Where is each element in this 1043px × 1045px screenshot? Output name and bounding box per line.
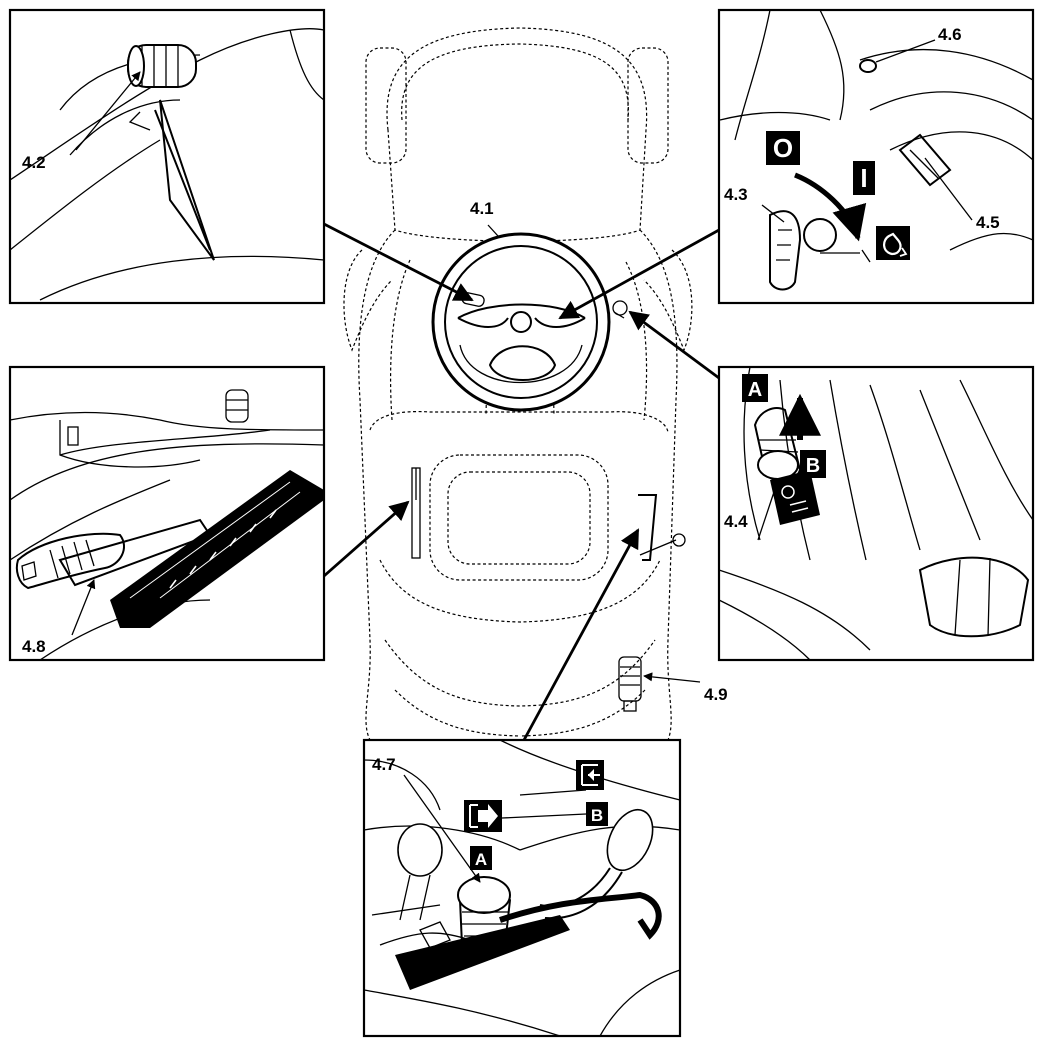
panel-4-4: A B 4.4: [717, 365, 1035, 662]
start-icon: [883, 232, 902, 256]
label-4-7: 4.7: [372, 755, 396, 774]
parking-knob-small: [618, 656, 642, 712]
on-symbol: [853, 161, 875, 195]
gear-lever-small: [638, 494, 686, 561]
label-4-3: 4.3: [724, 185, 748, 204]
panel-4-7: B A 4.7: [362, 738, 682, 1038]
label-4-9: 4.9: [704, 685, 728, 704]
leader-lines: [323, 222, 720, 741]
off-symbol: [766, 131, 800, 165]
label-4-5: 4.5: [976, 213, 1000, 232]
label-4-6: 4.6: [938, 25, 962, 44]
on-symbol-text: I: [860, 163, 867, 193]
panel-4-2: 4.2: [8, 8, 326, 305]
throttle-lever-small: [411, 467, 421, 559]
label-4-8: 4.8: [22, 637, 46, 656]
label-4-1: 4.1: [470, 199, 494, 218]
lever-symbol-b: B: [591, 806, 603, 825]
lever-symbol-a: A: [475, 850, 487, 869]
panel-4-8: 4.8: [8, 365, 326, 662]
choke-symbol-b: B: [806, 455, 820, 477]
label-4-4: 4.4: [724, 512, 748, 531]
choke-symbol-a: A: [748, 379, 762, 401]
panel-ignition: 4.6 O I 4.3 4.5: [717, 8, 1035, 305]
label-4-2: 4.2: [22, 153, 46, 172]
choke-knob-small: [612, 300, 628, 319]
off-symbol-text: O: [773, 133, 793, 163]
steering-wheel: [431, 232, 611, 412]
